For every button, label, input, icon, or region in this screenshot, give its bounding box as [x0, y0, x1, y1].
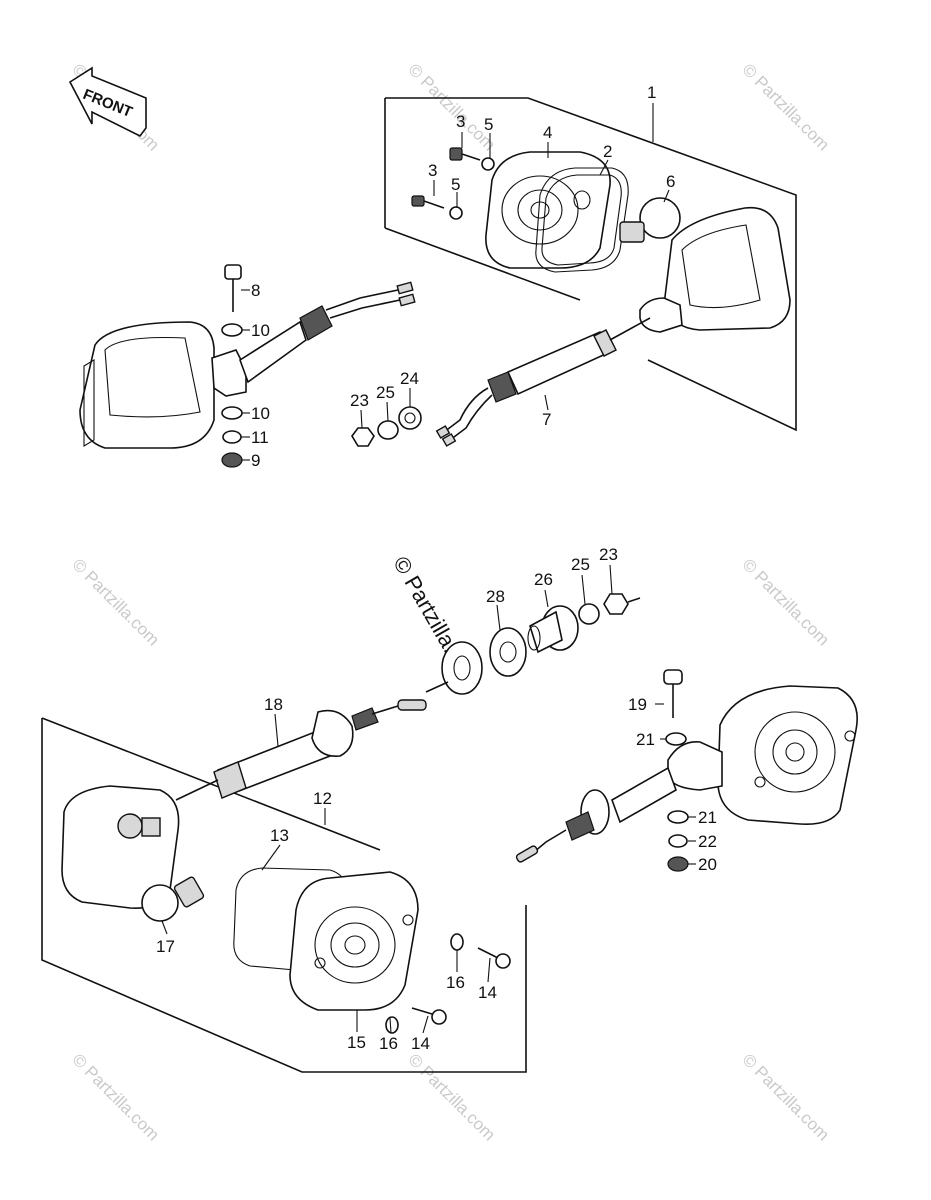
callout-21: 21: [636, 730, 655, 749]
callout-12: 12: [313, 789, 332, 808]
screw-3: [449, 147, 481, 161]
callout-25: 25: [376, 383, 395, 402]
washer-10: [221, 323, 243, 337]
callout-21: 21: [698, 808, 717, 827]
screw-14: [477, 947, 511, 969]
turn-signal-housing-bottom-right: [515, 685, 858, 863]
callout-17: 17: [156, 937, 175, 956]
callout-18: 18: [264, 695, 283, 714]
washer-5: [449, 206, 463, 220]
nut-23: [603, 593, 629, 615]
washer-16: [385, 1016, 399, 1034]
callout-23: 23: [350, 391, 369, 410]
kit-boundary-12: [41, 718, 527, 1073]
callout-23: 23: [599, 545, 618, 564]
callout-3: 3: [456, 112, 465, 131]
callout-9: 9: [251, 451, 260, 470]
callout-10: 10: [251, 404, 270, 423]
callout-22: 22: [698, 832, 717, 851]
screw-14: [411, 1007, 447, 1025]
lockwasher-22: [668, 834, 688, 848]
washer-21: [665, 732, 687, 746]
lockwasher-11: [222, 430, 242, 444]
callout-16: 16: [446, 973, 465, 992]
callout-2: 2: [603, 142, 612, 161]
callout-26: 26: [534, 570, 553, 589]
washer-10: [221, 406, 243, 420]
callout-4: 4: [543, 123, 552, 142]
callout-20: 20: [698, 855, 717, 874]
turn-signal-housing-right: [639, 206, 791, 333]
grommet-27: [441, 641, 483, 695]
screw-3: [411, 195, 445, 209]
bushing-28: [489, 627, 527, 677]
bulb-6: [619, 197, 681, 243]
callout-5: 5: [451, 175, 460, 194]
callout-7: 7: [542, 410, 551, 429]
callout-28: 28: [486, 587, 505, 606]
nut-20: [667, 856, 689, 872]
callout-19: 19: [628, 695, 647, 714]
nut-23: [351, 427, 375, 447]
bolt-8: [224, 264, 242, 312]
washer-25: [578, 603, 600, 625]
front-arrow-icon: FRONT: [68, 66, 147, 138]
stem-18: [175, 699, 427, 801]
leader-lines: [161, 103, 696, 1034]
callout-numbers: 1 2 3 3 4 5 5 6 7 8 9 10 10 11 23 25 24 …: [156, 83, 717, 1053]
turn-signal-housing-bottom: [61, 785, 180, 909]
collar-26: [527, 605, 579, 654]
callout-24: 24: [400, 369, 419, 388]
lens-4: [485, 151, 611, 269]
washer-25: [377, 420, 399, 440]
nut-9: [221, 452, 243, 468]
gasket-2: [535, 167, 629, 273]
washer-16: [450, 933, 464, 951]
washer-5: [481, 157, 495, 171]
lens-15: [289, 871, 419, 1011]
callout-11: 11: [251, 428, 269, 447]
callout-5: 5: [484, 115, 493, 134]
bulb-17: [141, 876, 205, 922]
callout-14: 14: [478, 983, 497, 1002]
callout-25: 25: [571, 555, 590, 574]
callout-16: 16: [379, 1034, 398, 1053]
callout-6: 6: [666, 172, 675, 191]
kit-boundary-1: [385, 97, 797, 432]
bolt-19: [663, 669, 683, 718]
callout-13: 13: [270, 826, 289, 845]
callout-10: 10: [251, 321, 270, 340]
stem-7: [435, 317, 651, 447]
callout-14: 14: [411, 1034, 430, 1053]
washer-24: [398, 406, 422, 430]
turn-signal-housing-left: [79, 281, 416, 449]
washer-21: [667, 810, 689, 824]
callout-3: 3: [428, 161, 437, 180]
callout-15: 15: [347, 1033, 366, 1052]
callout-8: 8: [251, 281, 260, 300]
callout-1: 1: [647, 83, 656, 102]
